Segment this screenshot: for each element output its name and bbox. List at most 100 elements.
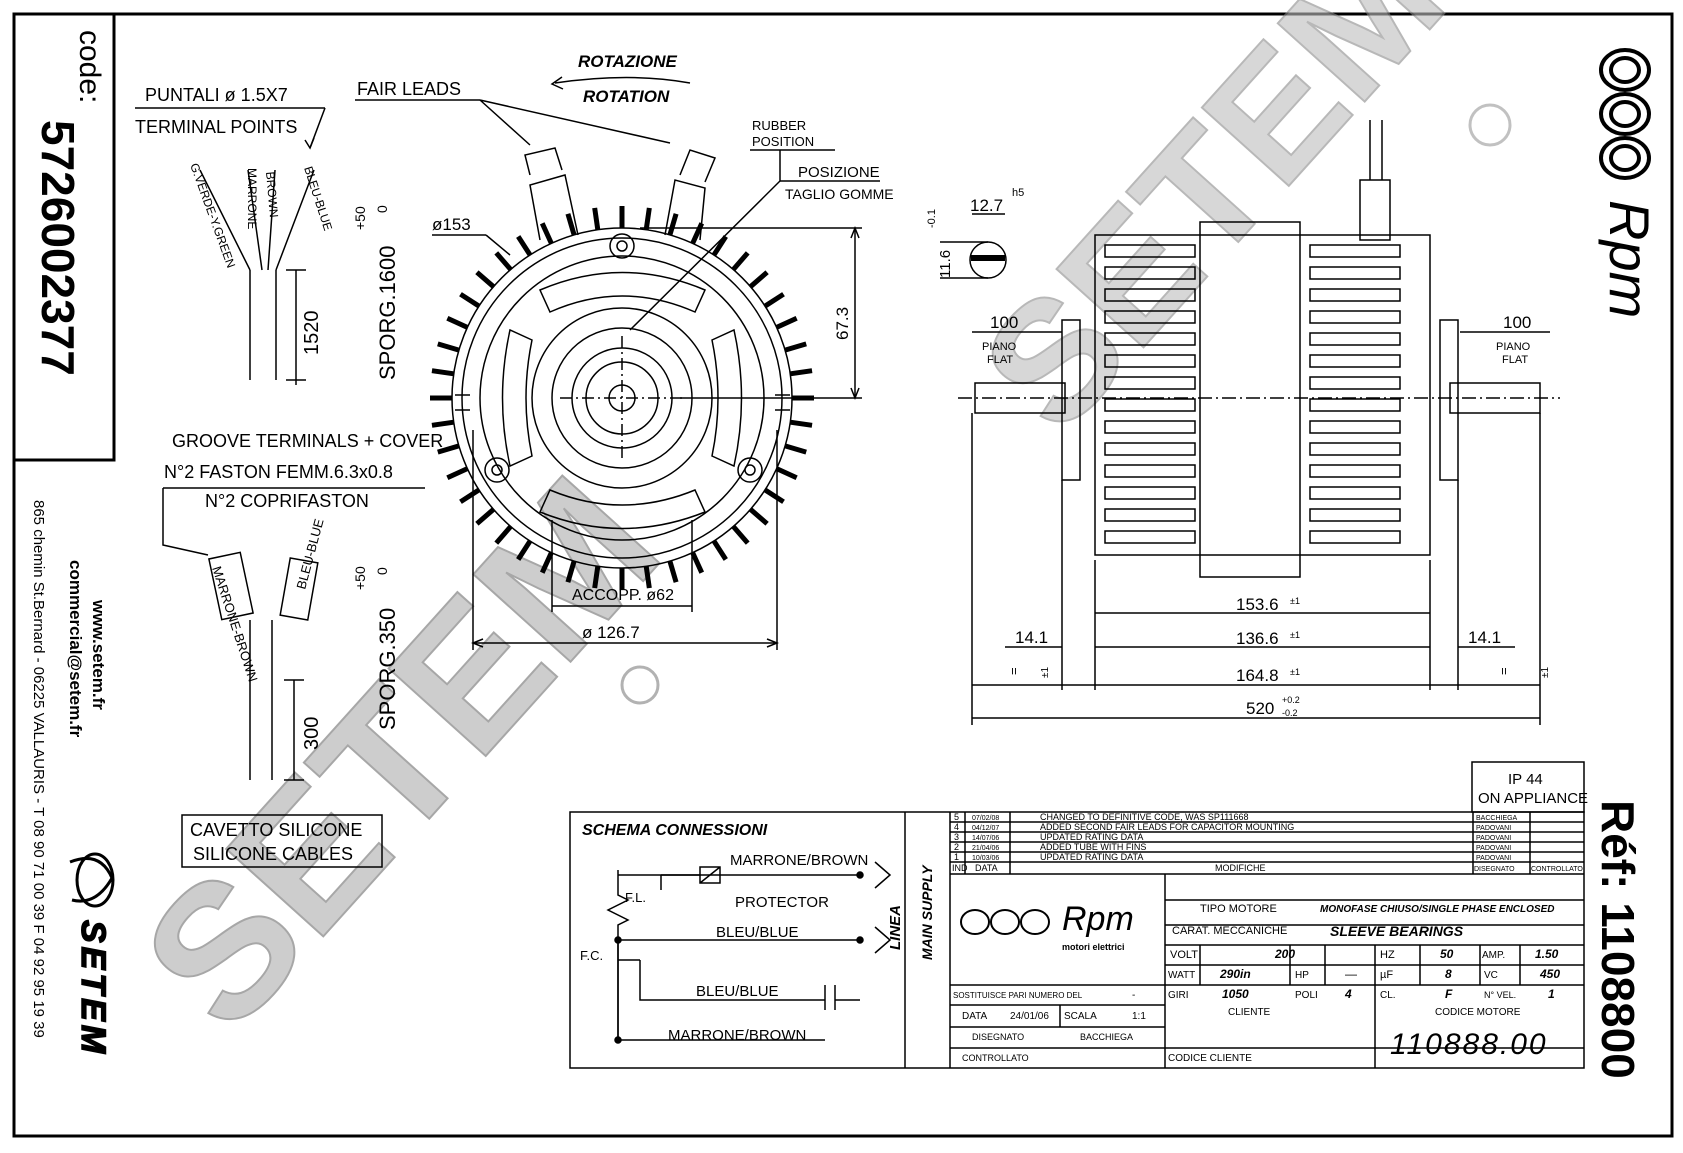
- svg-text:BLEU/BLUE: BLEU/BLUE: [716, 924, 799, 941]
- svg-text:=: =: [1496, 667, 1511, 675]
- svg-text:MONOFASE CHIUSO/SINGLE PHASE E: MONOFASE CHIUSO/SINGLE PHASE ENCLOSED: [1320, 904, 1554, 915]
- fin: [690, 551, 705, 574]
- side-fin: [1309, 530, 1401, 544]
- svg-text:IND: IND: [952, 863, 968, 873]
- side-fin: [1104, 266, 1196, 280]
- svg-text:1:1: 1:1: [1132, 1011, 1146, 1022]
- fin: [437, 341, 460, 353]
- svg-text:ø 126.7: ø 126.7: [582, 623, 640, 642]
- svg-text:MAIN SUPPLY: MAIN SUPPLY: [919, 864, 935, 960]
- svg-text:ROTATION: ROTATION: [583, 87, 670, 106]
- fin: [643, 207, 652, 231]
- fin: [784, 341, 807, 353]
- svg-text:SCALA: SCALA: [1064, 1011, 1097, 1022]
- fin: [539, 551, 554, 574]
- address-text: 865 chemin St.Bernard - 06225 VALLAURIS …: [30, 500, 47, 1038]
- svg-text:MARRONE/BROWN: MARRONE/BROWN: [668, 1027, 806, 1044]
- svg-text:153.6: 153.6: [1236, 595, 1279, 614]
- side-fin: [1104, 398, 1196, 412]
- fin: [592, 207, 601, 231]
- svg-text:0: 0: [374, 205, 390, 213]
- revision-desc: UPDATED RATING DATA: [1040, 832, 1143, 842]
- fin: [667, 560, 679, 583]
- svg-text:1.50: 1.50: [1535, 947, 1559, 961]
- email-text: commercial@setem.fr: [66, 560, 85, 738]
- side-panel: code: 5726002377 www.setem.fr commercial…: [12, 12, 116, 1058]
- svg-text:-0.1: -0.1: [926, 209, 938, 228]
- fin: [763, 292, 785, 309]
- svg-text:CL.: CL.: [1380, 990, 1396, 1001]
- fin: [775, 466, 798, 481]
- svg-text:PIANO: PIANO: [1496, 341, 1531, 353]
- svg-text:-0.2: -0.2: [1282, 708, 1298, 718]
- svg-text:CODICE CLIENTE: CODICE CLIENTE: [1168, 1053, 1252, 1064]
- side-fin: [1309, 332, 1401, 346]
- fin: [459, 487, 481, 504]
- svg-text:SCHEMA CONNESSIONI: SCHEMA CONNESSIONI: [582, 822, 768, 839]
- revision-n: 2: [954, 842, 959, 852]
- motor-side-view: 12.7 h5 11.6 -0.1 100 PIANO FLAT 100 PIA…: [926, 120, 1560, 725]
- fin: [516, 539, 533, 561]
- svg-text:0: 0: [374, 567, 390, 575]
- svg-text:RUBBER: RUBBER: [752, 118, 806, 133]
- fin: [748, 507, 769, 526]
- svg-text:SPORG.350: SPORG.350: [375, 608, 400, 730]
- svg-text:ON APPLIANCE: ON APPLIANCE: [1478, 790, 1588, 807]
- right-panel: Rpm Réf: 1108800: [1592, 48, 1661, 1079]
- svg-text:PIANO: PIANO: [982, 341, 1017, 353]
- rpm-coil-logo-icon: [1599, 48, 1651, 180]
- ip44-note: IP 44 ON APPLIANCE: [1471, 761, 1588, 813]
- svg-text:520: 520: [1246, 699, 1274, 718]
- svg-text:HP: HP: [1295, 970, 1309, 981]
- svg-text:CODICE MOTORE: CODICE MOTORE: [1435, 1007, 1521, 1018]
- svg-text:F.C.: F.C.: [580, 948, 603, 963]
- svg-text:1520: 1520: [301, 311, 323, 356]
- svg-text:200: 200: [1274, 947, 1295, 961]
- svg-text:290in: 290in: [1219, 967, 1251, 981]
- svg-text:Rpm: Rpm: [1062, 900, 1134, 938]
- svg-text:SLEEVE BEARINGS: SLEEVE BEARINGS: [1330, 923, 1464, 939]
- svg-text:1: 1: [1548, 987, 1555, 1001]
- revision-date: 04/12/07: [972, 825, 999, 832]
- revision-by: PADOVANI: [1476, 845, 1511, 852]
- svg-text:110888.00: 110888.00: [1390, 1028, 1548, 1061]
- svg-text:LINEA: LINEA: [887, 905, 904, 950]
- svg-text:-: -: [1132, 990, 1135, 1001]
- svg-text:FAIR LEADS: FAIR LEADS: [357, 79, 461, 99]
- svg-text:100: 100: [990, 313, 1018, 332]
- svg-text:BROWN: BROWN: [263, 171, 281, 218]
- svg-text:GIRI: GIRI: [1168, 990, 1189, 1001]
- title-block-text: IND DATA MODIFICHE DISEGNATO CONTROLLATO…: [952, 863, 1583, 1064]
- svg-text:—: —: [1345, 967, 1357, 981]
- svg-text:TIPO MOTORE: TIPO MOTORE: [1200, 903, 1277, 915]
- svg-text:TAGLIO GOMME: TAGLIO GOMME: [785, 186, 894, 202]
- side-fin: [1309, 266, 1401, 280]
- side-fin: [1104, 420, 1196, 434]
- fin: [763, 487, 785, 504]
- fin: [431, 419, 455, 428]
- side-fin: [1104, 288, 1196, 302]
- svg-text:+50: +50: [352, 566, 368, 590]
- side-fin: [1309, 486, 1401, 500]
- fin: [437, 443, 460, 455]
- revision-by: PADOVANI: [1476, 835, 1511, 842]
- revision-n: 5: [954, 812, 959, 822]
- svg-text:±1: ±1: [1040, 667, 1051, 678]
- svg-text:DATA: DATA: [962, 1011, 988, 1022]
- fin: [516, 235, 533, 257]
- svg-text:1050: 1050: [1222, 987, 1249, 1001]
- fin: [459, 292, 481, 309]
- svg-text:PROTECTOR: PROTECTOR: [735, 894, 829, 911]
- svg-text:±1: ±1: [1290, 596, 1300, 606]
- svg-text:VC: VC: [1484, 970, 1498, 981]
- revision-desc: UPDATED RATING DATA: [1040, 852, 1143, 862]
- groove-terminals-label: GROOVE TERMINALS + COVER: [172, 431, 443, 451]
- svg-text:CONTROLLATO: CONTROLLATO: [962, 1053, 1029, 1063]
- revision-desc: ADDED TUBE WITH FINS: [1040, 842, 1146, 852]
- svg-text:h5: h5: [1012, 187, 1024, 199]
- svg-text:±1: ±1: [1290, 630, 1300, 640]
- side-cooling-fins: [1104, 244, 1401, 544]
- svg-text:HZ: HZ: [1380, 949, 1395, 961]
- svg-text:67.3: 67.3: [833, 307, 852, 340]
